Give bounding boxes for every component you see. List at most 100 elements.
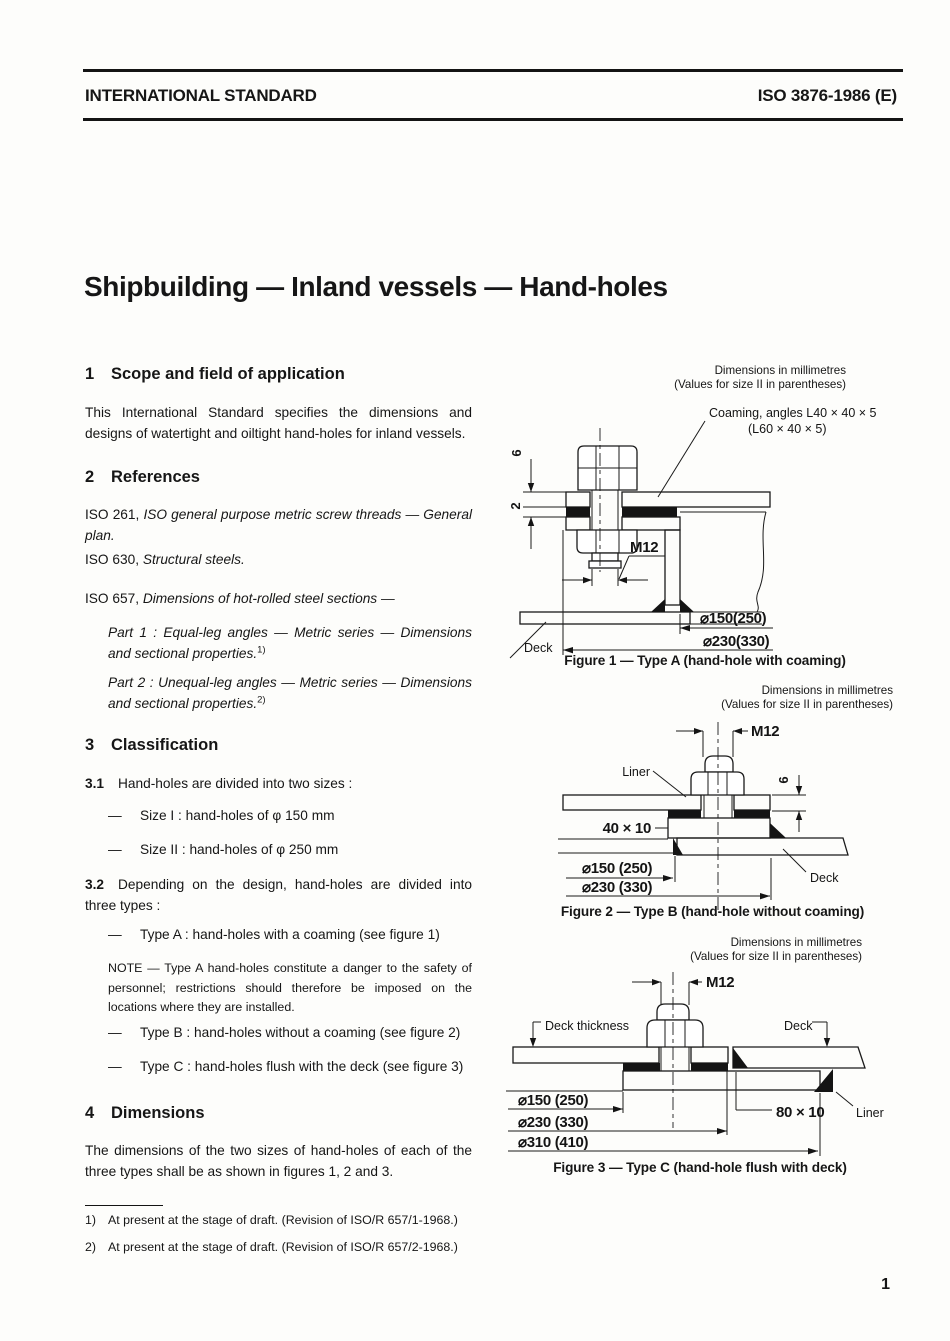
gasket-left xyxy=(566,507,590,517)
section-1-title: Scope and field of application xyxy=(111,365,345,383)
list-dash: — xyxy=(108,842,122,857)
arrowhead xyxy=(613,1106,623,1113)
diameter-230-label: ⌀230(330) xyxy=(703,633,770,650)
figure-3-caption: Figure 3 — Type C (hand-hole flush with … xyxy=(553,1160,847,1175)
coaming-flange-right xyxy=(621,516,681,531)
footnote-ref-2: 2) xyxy=(257,694,266,706)
clause-number: 3.2 xyxy=(85,877,105,892)
section-4-number: 4 xyxy=(85,1104,95,1122)
list-dash: — xyxy=(108,927,122,942)
deck-leader-line xyxy=(509,621,547,659)
cover-plate-right xyxy=(733,794,771,811)
liner-bar xyxy=(667,817,771,839)
diameter-230-label: ⌀230 (330) xyxy=(582,879,653,896)
deck-label: Deck xyxy=(810,871,839,885)
arrowhead xyxy=(795,786,803,795)
coaming-web xyxy=(664,529,681,606)
diameter-230-label: ⌀230 (330) xyxy=(518,1114,589,1131)
reference-iso-261: ISO 261, ISO general purpose metric scre… xyxy=(85,504,472,546)
gasket-right xyxy=(691,1063,728,1071)
diameter-150-label: ⌀150(250) xyxy=(700,610,767,627)
reference-number: ISO 657, xyxy=(85,591,143,606)
arrowhead xyxy=(760,893,770,900)
bolt-shank-end xyxy=(591,552,619,562)
gasket-right xyxy=(622,507,677,517)
section-2-number: 2 xyxy=(85,468,95,486)
arrowhead xyxy=(733,728,742,735)
figure-1-units-note: Dimensions in millimetres (Values for si… xyxy=(546,364,846,391)
units-note-line-1: Dimensions in millimetres xyxy=(761,684,893,697)
list-dash: — xyxy=(108,1025,122,1040)
page-title: Shipbuilding — Inland vessels — Hand-hol… xyxy=(84,271,668,302)
weld-fillet-left xyxy=(673,838,683,855)
figure-1-drawing: Coaming, angles L40 × 40 × 5 (L60 × 40 ×… xyxy=(508,406,877,659)
arrowhead xyxy=(689,979,698,986)
list-dash: — xyxy=(108,1059,122,1074)
list-item-text: Size II : hand-holes of φ 250 mm xyxy=(140,842,339,857)
header-left-title: INTERNATIONAL STANDARD xyxy=(85,86,317,105)
arrowhead xyxy=(823,1038,831,1047)
arrowhead xyxy=(680,625,690,632)
part-1-text: Part 1 : Equal-leg angles — Metric serie… xyxy=(108,625,472,661)
bolt-dome-head xyxy=(656,1003,690,1021)
diameter-150-label: ⌀150 (250) xyxy=(518,1092,589,1109)
liner-bar xyxy=(622,1070,821,1091)
hex-nut xyxy=(646,1019,704,1048)
weld-fillet-gap xyxy=(733,1048,748,1068)
hex-nut-lower xyxy=(576,529,638,554)
figure-3-drawing: M12 Deck thickness Deck 80 × 10 Liner ⌀1… xyxy=(506,972,884,1156)
list-item-type-c: — Type C : hand-holes flush with the deck… xyxy=(108,1057,472,1077)
list-item-text: Type B : hand-holes without a coaming (s… xyxy=(140,1025,461,1040)
arrowhead xyxy=(563,647,573,654)
footnote-2: 2)At present at the stage of draft. (Rev… xyxy=(85,1239,485,1256)
cover-plate-left xyxy=(565,491,591,508)
list-dash: — xyxy=(108,808,122,823)
deck-label: Deck xyxy=(524,641,553,655)
list-item-size-1: — Size I : hand-holes of φ 150 mm xyxy=(108,806,472,826)
liner-bar-size-label: 80 × 10 xyxy=(776,1104,824,1121)
arrowhead xyxy=(717,1128,727,1135)
reference-iso-630: ISO 630, Structural steels. xyxy=(85,549,472,570)
weld-fillet-right xyxy=(814,1069,833,1092)
diameter-310-label: ⌀310 (410) xyxy=(518,1134,589,1151)
break-line xyxy=(756,511,767,613)
units-note-line-2: (Values for size II in parentheses) xyxy=(721,697,893,711)
section-3-number: 3 xyxy=(85,736,95,754)
footnote-divider xyxy=(85,1205,163,1206)
footnote-number: 1) xyxy=(85,1213,97,1227)
thread-size-label: M12 xyxy=(751,723,779,740)
list-item-text: Size I : hand-holes of φ 150 mm xyxy=(140,808,335,823)
coaming-leader-line xyxy=(657,420,706,498)
units-note-line-2: (Values for size II in parentheses) xyxy=(690,949,862,963)
liner-label: Liner xyxy=(856,1106,884,1120)
diameter-150-label: ⌀150 (250) xyxy=(582,860,653,877)
dimension-6-label: 6 xyxy=(509,449,524,456)
coaming-label-line-2: (L60 × 40 × 5) xyxy=(748,422,827,436)
figure-2-caption: Figure 2 — Type B (hand-hole without coa… xyxy=(560,904,865,919)
reference-part-2: Part 2 : Unequal-leg angles — Metric ser… xyxy=(108,672,472,714)
units-note-line-1: Dimensions in millimetres xyxy=(714,364,846,377)
label-leader xyxy=(618,555,630,580)
clause-text: Depending on the design, hand-holes are … xyxy=(85,877,472,913)
reference-iso-657: ISO 657, Dimensions of hot-rolled steel … xyxy=(85,588,472,609)
arrowhead xyxy=(694,728,703,735)
liner-leader-line xyxy=(835,1091,854,1107)
units-note-line-2: (Values for size II in parentheses) xyxy=(674,377,846,391)
reference-number: ISO 630, xyxy=(85,552,143,567)
figure-2-units-note: Dimensions in millimetres (Values for si… xyxy=(593,684,893,711)
deck-plate xyxy=(519,611,691,625)
deck-label: Deck xyxy=(784,1019,813,1033)
section-2-title: References xyxy=(111,468,200,486)
deck-plate xyxy=(676,837,849,856)
cover-plate-left xyxy=(562,794,702,811)
arrowhead xyxy=(795,811,803,820)
list-item-text: Type C : hand-holes flush with the deck … xyxy=(140,1059,464,1074)
figure-2-drawing: M12 Liner 6 40 × 10 ⌀150 (250) ⌀230 (330… xyxy=(558,722,849,912)
arrowhead xyxy=(527,483,535,492)
gasket-right xyxy=(734,810,770,818)
arrowhead xyxy=(663,875,673,882)
reference-number: ISO 261, xyxy=(85,507,144,522)
deck-plate xyxy=(732,1046,866,1069)
